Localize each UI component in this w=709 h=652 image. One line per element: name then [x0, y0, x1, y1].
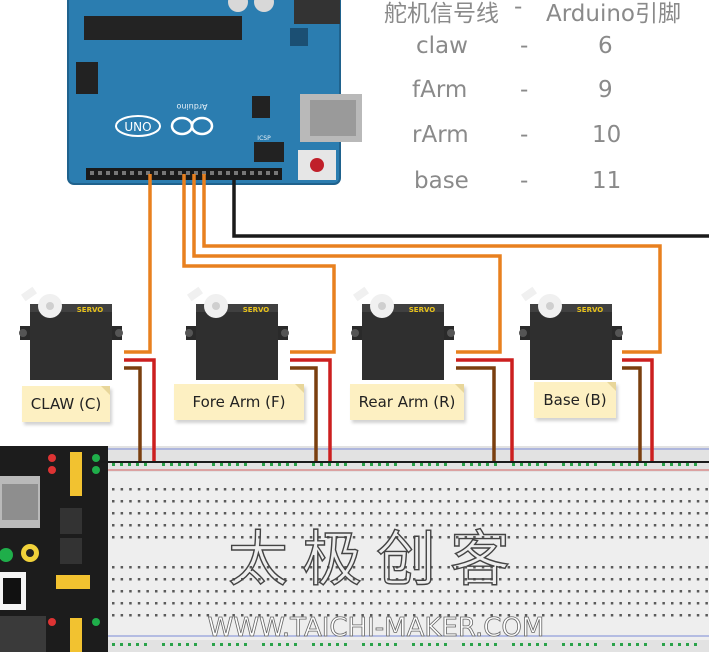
pin-row-name: base [414, 168, 469, 194]
servo-label-forearm: Fore Arm (F) [174, 384, 304, 420]
servo-label-base: Base (B) [534, 382, 616, 418]
pin-row-name: fArm [412, 77, 468, 103]
signal-wire-claw [124, 174, 152, 354]
wires [100, 174, 709, 463]
pin-row-name: claw [416, 33, 468, 59]
pin-table-header-dash: - [514, 0, 523, 20]
watermark-url: WWW.TAICHI-MAKER.COM [208, 613, 545, 643]
uno-logo-text: UNO [124, 120, 151, 134]
servo-motor: SERVO [19, 286, 123, 380]
servo-motor: SERVO [185, 286, 289, 380]
pin-row-dash: - [520, 168, 529, 194]
pin-row-pin: 11 [592, 168, 622, 194]
servo-brand-text: SERVO [577, 306, 604, 314]
power-wire-reararm [456, 358, 514, 462]
pin-row-dash: - [520, 77, 529, 103]
ground-wire-reararm [456, 366, 496, 462]
breadboard [0, 446, 709, 652]
ground-wire-base [622, 366, 642, 462]
signal-wire-reararm [192, 174, 502, 354]
pin-row-pin: 9 [598, 77, 613, 103]
servo-label-reararm: Rear Arm (R) [350, 384, 464, 420]
infinity-logo-icon [170, 116, 214, 136]
power-module [0, 446, 108, 652]
power-wire-forearm [290, 358, 332, 462]
ground-wire [232, 178, 709, 238]
servos: SERVO SERVO SERVO SERVO [19, 286, 623, 380]
servo-brand-text: SERVO [243, 306, 270, 314]
watermark: 太极创客 WWW.TAICHI-MAKER.COM [207, 524, 545, 643]
servo-motor: SERVO [351, 286, 455, 380]
icsp-label: ICSP [257, 135, 271, 142]
arduino-brand-text: Arduino [176, 102, 207, 111]
pin-row-dash: - [520, 33, 529, 59]
pin-row-name: rArm [412, 122, 469, 148]
servo-motor: SERVO [519, 286, 623, 380]
signal-wire-base [202, 174, 662, 354]
signal-wire-forearm [182, 174, 336, 354]
power-rail-holes [112, 463, 697, 646]
pin-row-pin: 10 [592, 122, 622, 148]
servo-label-claw: CLAW (C) [22, 386, 110, 422]
power-wire-base [622, 358, 654, 462]
pin-row-dash: - [520, 122, 529, 148]
pin-row-pin: 6 [598, 33, 613, 59]
pin-table-header-right: Arduino引脚 [546, 1, 682, 27]
breadboard-holes [112, 488, 708, 617]
servo-brand-text: SERVO [77, 306, 104, 314]
watermark-title: 太极创客 [228, 525, 524, 595]
ground-wire-claw [124, 366, 142, 462]
power-wire-claw [124, 358, 156, 462]
servo-brand-text: SERVO [409, 306, 436, 314]
arduino-uno-board: UNO Arduino ICSP [67, 0, 362, 185]
pin-table-header-left: 舵机信号线 [384, 1, 499, 27]
ground-wire-forearm [290, 366, 318, 462]
digital-header [90, 171, 278, 175]
